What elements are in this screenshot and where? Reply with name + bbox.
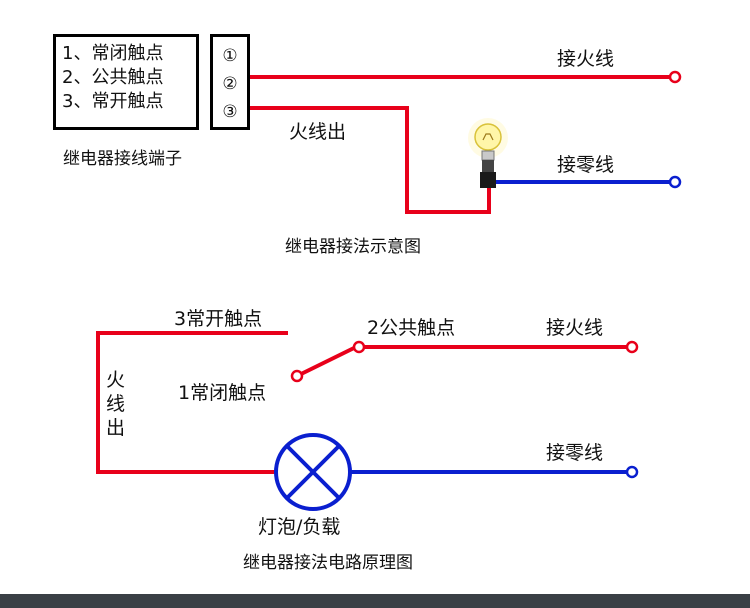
wiring-diagram-caption: 继电器接法示意图: [285, 237, 421, 257]
lamp-label: 灯泡/负载: [258, 516, 341, 538]
terminal-number-box: ① ② ③: [210, 34, 250, 130]
schematic-neutral-label: 接零线: [546, 442, 604, 464]
live-in-terminal: [668, 70, 682, 84]
terminal-number-3: ③: [222, 102, 238, 122]
terminal-number-1: ①: [222, 46, 238, 66]
terminal-description-box: 1、常闭触点 2、公共触点 3、常开触点: [53, 34, 199, 130]
no-contact-label: 3常开触点: [174, 308, 263, 330]
schematic-caption: 继电器接法电路原理图: [243, 553, 413, 573]
live-in-label: 接火线: [557, 48, 615, 70]
common-contact-label: 2公共触点: [367, 317, 456, 339]
neutral-terminal: [668, 175, 682, 189]
footer-bar: [0, 594, 750, 608]
schematic-live-terminal: [625, 340, 639, 354]
nc-contact-terminal: [290, 369, 304, 383]
lamp-symbol-icon: [274, 433, 352, 511]
neutral-label: 接零线: [557, 154, 615, 176]
no-contact-wire: [96, 331, 288, 474]
light-bulb-icon: [468, 118, 508, 188]
nc-contact-label: 1常闭触点: [178, 382, 267, 404]
terminal-line-3: 3、常开触点: [62, 91, 164, 112]
live-out-label: 火线出: [289, 121, 347, 143]
schematic-live-in-label: 接火线: [546, 317, 604, 339]
common-contact-terminal: [352, 340, 366, 354]
terminal-line-1: 1、常闭触点: [62, 43, 164, 64]
terminal-caption: 继电器接线端子: [63, 149, 182, 169]
terminal-line-2: 2、公共触点: [62, 67, 164, 88]
terminal-number-2: ②: [222, 74, 238, 94]
schematic-live-out-label: 火线出: [106, 369, 126, 439]
schematic-neutral-terminal: [625, 465, 639, 479]
switch-arm: [296, 345, 357, 378]
live-out-wire: [250, 106, 491, 214]
